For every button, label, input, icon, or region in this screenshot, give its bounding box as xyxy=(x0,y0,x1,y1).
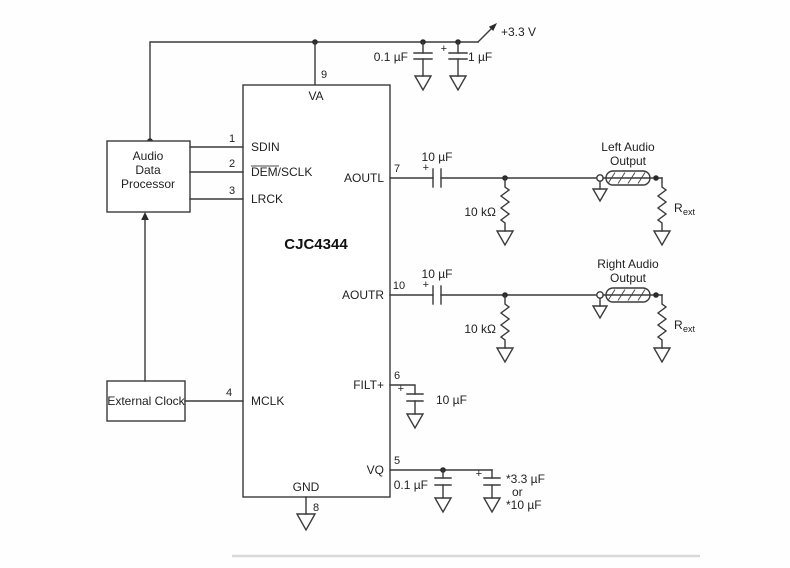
output-title-line1: Right Audio xyxy=(597,257,659,271)
pin-label-sdin: SDIN xyxy=(251,140,280,154)
pin-label-aoutr: AOUTR xyxy=(342,288,384,302)
capacitor-filt: + 10 µF xyxy=(398,383,467,430)
ground-icon xyxy=(652,347,672,364)
ground-icon xyxy=(413,75,433,92)
resistor-value-label: 10 kΩ xyxy=(464,205,496,219)
cap-value-option2: *10 µF xyxy=(506,498,542,512)
audio-data-processor-block: Audio Data Processor 1 2 3 xyxy=(106,133,244,213)
filt-network: 6 + 10 µF xyxy=(389,370,467,430)
polarity-plus: + xyxy=(423,279,429,291)
left-output-connector: Left Audio Output xyxy=(591,140,663,203)
output-title-line2: Output xyxy=(610,154,647,168)
ground-icon xyxy=(482,497,502,514)
block-label-line2: Data xyxy=(135,163,161,177)
cap-value-label: 10 µF xyxy=(422,267,453,281)
capacitor-decoupling-01uf: 0.1 µF xyxy=(374,41,433,92)
polarity-plus: + xyxy=(423,162,429,174)
resistor-rext-left: R ext xyxy=(652,177,696,247)
resistor-rext-right: R ext xyxy=(652,294,696,364)
cap-value-label: 10 µF xyxy=(422,150,453,164)
ground-icon xyxy=(295,513,317,532)
polarity-plus: + xyxy=(476,468,482,480)
cap-value-label: 1 µF xyxy=(468,50,492,64)
pin-label-vq: VQ xyxy=(367,463,384,477)
capacitor-bulk-1uf: + 1 µF xyxy=(441,41,492,92)
ic-cjc4344: CJC4344 VA GND SDIN DEM/SCLK LRCK MCLK A… xyxy=(242,84,391,498)
ground-icon xyxy=(495,347,515,364)
pin-number-dem-sclk: 2 xyxy=(229,158,235,170)
rext-subscript: ext xyxy=(683,207,696,217)
pin-label-lrck: LRCK xyxy=(251,192,283,206)
pin-label-filt: FILT+ xyxy=(353,378,384,392)
pin-label-va: VA xyxy=(308,89,323,103)
cap-value-or: or xyxy=(512,485,523,499)
supply-arrow-icon xyxy=(488,23,497,31)
cap-value-option1: *3.3 µF xyxy=(506,472,545,486)
clock-arrow-icon xyxy=(141,212,149,220)
capacitor-coupling-right: + 10 µF xyxy=(422,267,453,305)
pin-number-vq: 5 xyxy=(394,455,400,467)
block-label: External Clock xyxy=(107,394,185,408)
resistor-value-label: 10 kΩ xyxy=(464,322,496,336)
pin-number-filt: 6 xyxy=(394,370,400,382)
ground-icon xyxy=(433,497,453,514)
capacitor-vq-bulk: + *3.3 µF or *10 µF xyxy=(476,468,545,514)
external-clock-block: External Clock 4 xyxy=(106,212,244,422)
pin-label-dem-sclk: DEM/SCLK xyxy=(251,165,312,179)
rext-subscript: ext xyxy=(683,324,696,334)
pin-number-va: 9 xyxy=(321,69,327,81)
left-audio-channel: 7 + 10 µF 10 kΩ Left Au xyxy=(389,140,696,247)
rext-label: R xyxy=(674,201,683,215)
ground-icon xyxy=(495,230,515,247)
ic-outline xyxy=(242,84,391,498)
pin-number-gnd: 8 xyxy=(313,502,319,514)
pin-label-aoutl: AOUTL xyxy=(344,171,384,185)
pin-number-lrck: 3 xyxy=(229,185,235,197)
resistor-load-left: 10 kΩ xyxy=(464,177,515,247)
pin-label-gnd: GND xyxy=(293,480,320,494)
output-title-line1: Left Audio xyxy=(601,140,655,154)
polarity-plus: + xyxy=(398,383,404,395)
polarity-plus: + xyxy=(441,43,447,55)
capacitor-coupling-left: + 10 µF xyxy=(422,150,453,188)
supply-voltage-label: +3.3 V xyxy=(501,25,536,39)
pin-number-aoutr: 10 xyxy=(393,280,405,292)
cap-value-label: 10 µF xyxy=(436,393,467,407)
cap-value-label: 0.1 µF xyxy=(394,478,428,492)
ground-icon xyxy=(652,230,672,247)
output-title-line2: Output xyxy=(610,271,647,285)
right-audio-channel: 10 + 10 µF 10 kΩ Right Audio Out xyxy=(389,257,696,364)
ground-icon xyxy=(405,413,425,430)
right-output-connector: Right Audio Output xyxy=(591,257,663,320)
block-label-line1: Audio xyxy=(133,149,164,163)
resistor-load-right: 10 kΩ xyxy=(464,294,515,364)
ic-name: CJC4344 xyxy=(284,236,348,253)
cap-value-label: 0.1 µF xyxy=(374,50,408,64)
pin-number-sdin: 1 xyxy=(229,133,235,145)
block-label-line3: Processor xyxy=(121,177,175,191)
pin-number-mclk: 4 xyxy=(226,387,232,399)
vq-network: 5 0.1 µF + *3.3 µF or *10 µF xyxy=(389,455,545,514)
rext-label: R xyxy=(674,318,683,332)
ground-icon xyxy=(448,75,468,92)
pin-label-mclk: MCLK xyxy=(251,394,284,408)
ground-icon xyxy=(591,188,609,203)
ground-icon xyxy=(591,305,609,320)
capacitor-vq-01uf: 0.1 µF xyxy=(394,469,453,514)
gnd-pin: 8 xyxy=(295,496,319,532)
power-rail: +3.3 V 9 0.1 µF + 1 µF xyxy=(147,23,536,144)
pin-number-aoutl: 7 xyxy=(394,163,400,175)
